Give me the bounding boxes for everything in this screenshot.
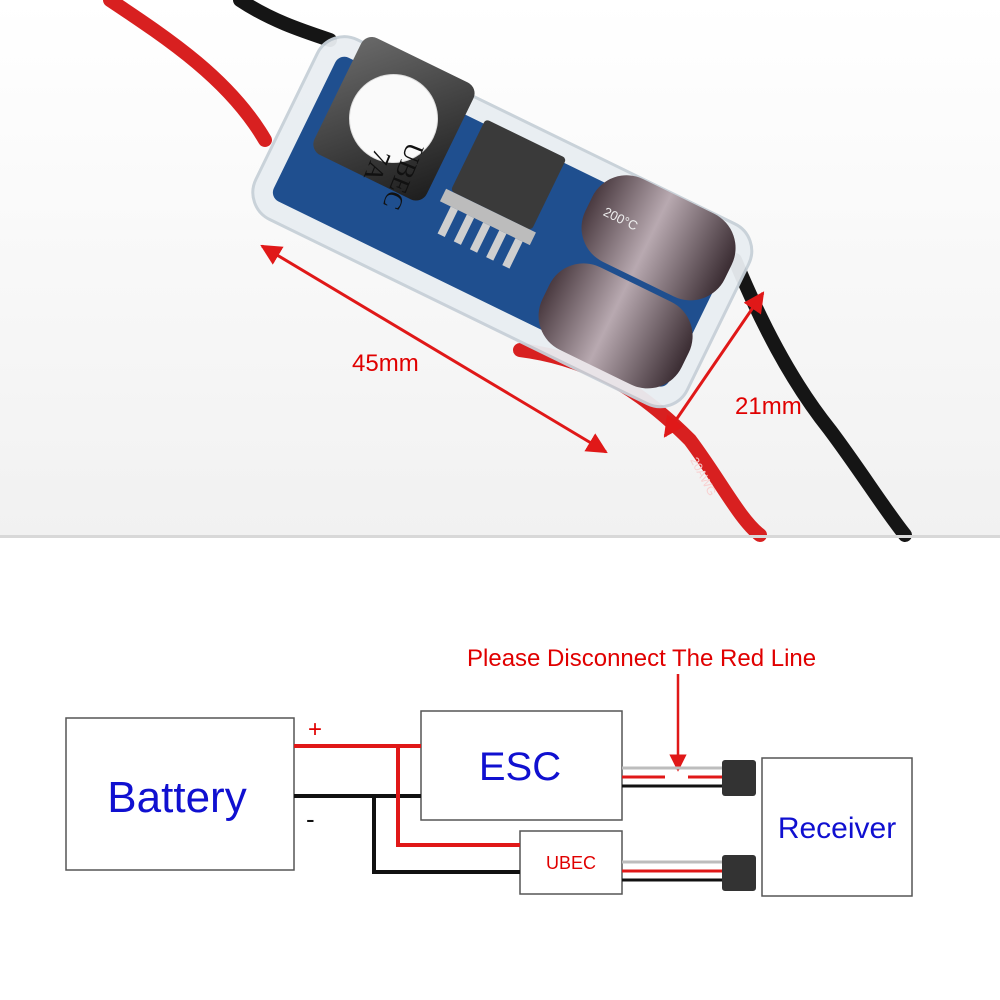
chip-tab (439, 188, 536, 246)
regulator-chip (451, 120, 566, 229)
red-input-wire (103, 0, 272, 147)
battery-box (65, 717, 295, 871)
ubec-lead (622, 855, 756, 891)
length-label: 45mm (352, 350, 419, 377)
wiring-diagram: Please Disconnect The Red Line Battery +… (65, 645, 913, 897)
battery-wires (294, 744, 520, 874)
ubec-positive-wire (396, 746, 520, 847)
ubec-negative-wire (372, 796, 520, 874)
ubec-label: UBEC (546, 853, 596, 873)
ubec-connector (722, 855, 756, 891)
esc-connector (722, 760, 756, 796)
ubec-module: 200°C (251, 35, 754, 409)
width-label: 21mm (735, 393, 802, 420)
battery-label: Battery (107, 773, 246, 822)
capacitor-1 (581, 175, 736, 301)
plus-sign: + (308, 716, 322, 743)
esc-signal-lead (622, 760, 756, 796)
section-divider (0, 535, 1000, 538)
minus-sign: - (306, 804, 315, 834)
black-input-wire (233, 0, 337, 47)
inductor-label-disc (349, 74, 439, 164)
width-dimension-arrow (663, 291, 765, 438)
product-photo: 200°C UBEC 7A 20AWG 45mm 21mm (0, 0, 1000, 542)
disconnect-note: Please Disconnect The Red Line (467, 645, 816, 672)
length-dimension-arrow (260, 244, 608, 454)
esc-label: ESC (479, 745, 561, 789)
ubec-box (519, 830, 623, 895)
receiver-label: Receiver (778, 812, 896, 845)
receiver-box (761, 757, 913, 897)
esc-box (420, 710, 623, 821)
